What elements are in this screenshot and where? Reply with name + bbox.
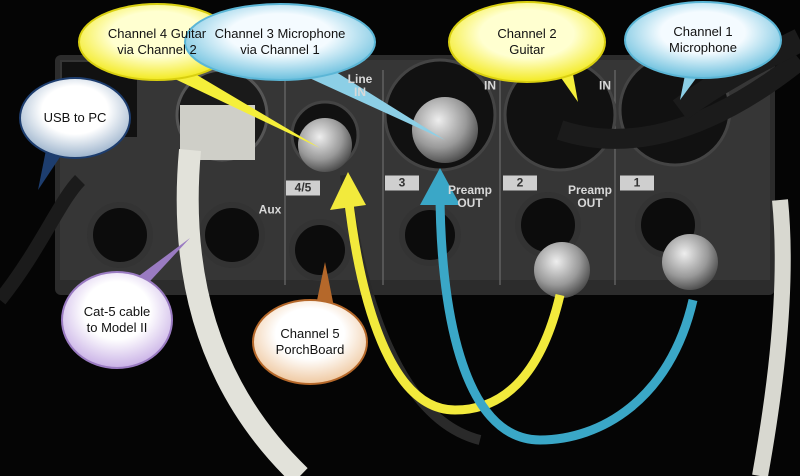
channel-number-2: 2	[503, 175, 537, 191]
preamp-out-3-jack	[399, 204, 461, 266]
preamp-out-2-plug	[534, 242, 590, 298]
preamp-out-1-plug	[662, 234, 718, 290]
callout-ch1-bubble	[624, 1, 782, 100]
callout-ch2-bubble	[448, 1, 606, 102]
channel-number-3: 3	[385, 175, 419, 191]
callout-ch3-bubble	[184, 3, 445, 140]
blue-patch-arrow	[435, 189, 698, 445]
out-jack	[87, 202, 153, 268]
channel-number-45: 4/5	[286, 180, 320, 196]
cat5-cable	[176, 149, 308, 476]
callout-usb: USB to PC	[43, 110, 107, 125]
callout-cat5-bubble	[61, 238, 190, 369]
channel-number-1: 1	[620, 175, 654, 191]
in-label-2: IN	[599, 78, 611, 93]
channel-5-jack	[289, 219, 351, 281]
in-label-3: IN	[484, 78, 496, 93]
blue-arrowhead	[420, 168, 460, 205]
aux-label: Aux	[258, 202, 282, 217]
yellow-patch-arrow	[343, 194, 565, 415]
yellow-arrowhead	[330, 172, 366, 210]
callout-usb-bubble	[19, 77, 131, 190]
aux-jack	[199, 202, 265, 268]
callout-ch5-bubble	[252, 262, 368, 385]
